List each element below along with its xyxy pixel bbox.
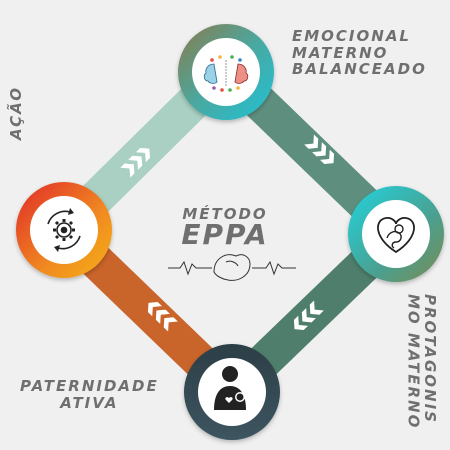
label-line: MO MATERNO (404, 294, 423, 430)
center-title-metodo: MÉTODO (182, 205, 268, 223)
label-line: PATERNIDADE (20, 377, 159, 395)
label-protagonismo-materno: PROTAGONIS MO MATERNO (404, 294, 440, 430)
label-paternidade-ativa: PATERNIDADE ATIVA (20, 378, 159, 411)
label-line: BALANCEADO (292, 60, 427, 78)
father-holding-baby-icon (214, 366, 246, 410)
heartbeat-pregnancy-icon (168, 254, 296, 281)
heart-baby-icon (377, 216, 415, 254)
label-line: EMOCIONAL (292, 27, 411, 45)
gear-cycle-icon (47, 208, 81, 252)
brain-balance-icon (203, 55, 249, 92)
label-emocional-materno-balanceado: EMOCIONAL MATERNO BALANCEADO (292, 28, 427, 78)
chevrons-top-left (120, 147, 151, 178)
center-title-eppa: EPPA (181, 218, 269, 251)
chevrons-bottom-left (147, 302, 178, 332)
label-line: ATIVA (60, 393, 119, 412)
label-line: PROTAGONIS (421, 294, 439, 424)
label-line: MATERNO (292, 43, 389, 62)
label-acao: AÇÃO (7, 85, 25, 140)
chevrons-bottom-right (293, 300, 324, 330)
chevrons-top-right (304, 134, 335, 164)
